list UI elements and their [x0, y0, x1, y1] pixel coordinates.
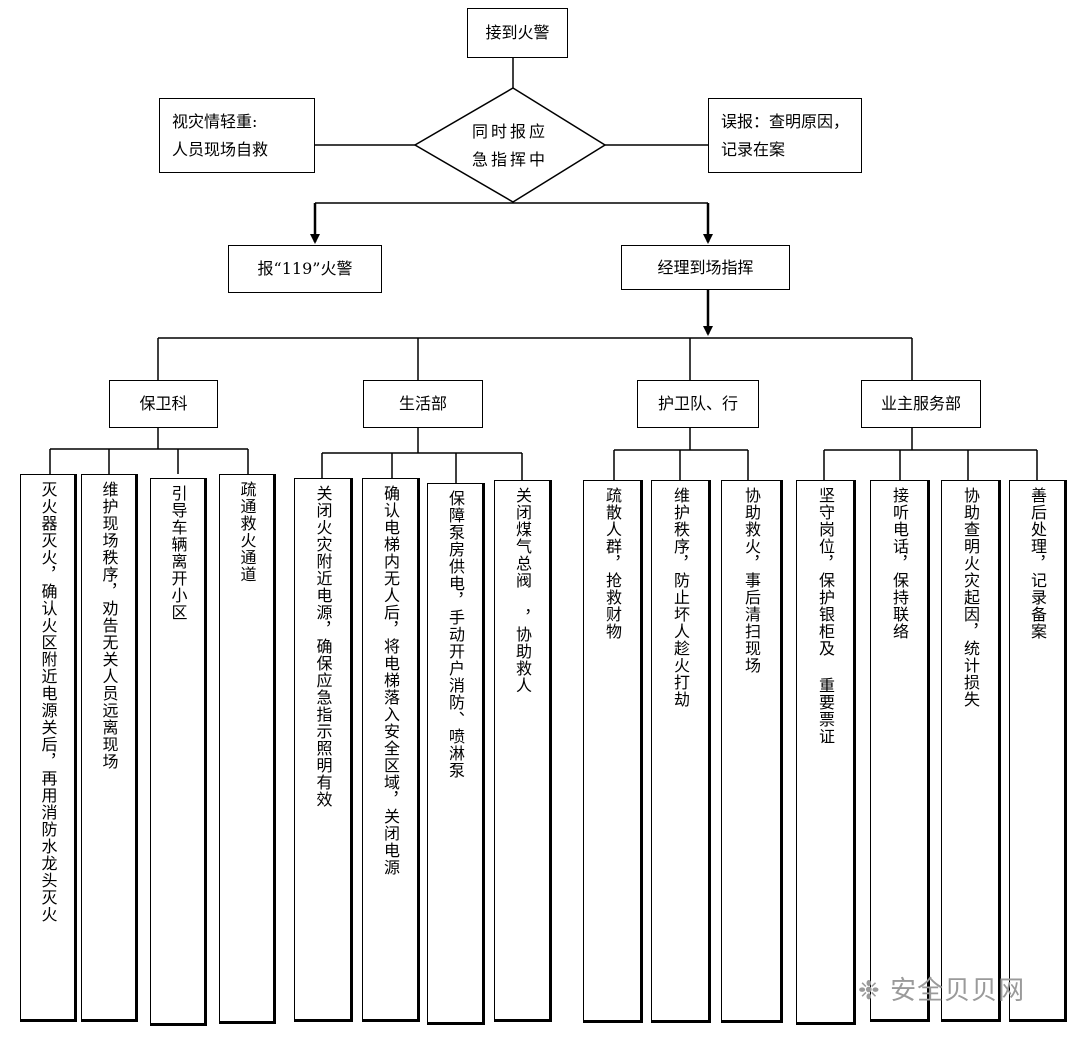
- call-119-box: 报“119”火警: [228, 245, 382, 293]
- manager-command-box: 经理到场指挥: [621, 245, 790, 290]
- false-alarm-line-1: 误报：查明原因，: [721, 112, 850, 132]
- fire-alarm-received-box: 接到火警: [467, 8, 568, 58]
- task-guard-3: 协助救火，事后清扫现场: [721, 480, 783, 1023]
- task-text: 关闭煤气总阀 ，协助救人: [513, 487, 532, 694]
- task-text: 善后处理，记录备案: [1028, 487, 1047, 640]
- false-alarm-line-2: 记录在案: [721, 139, 786, 159]
- task-text: 坚守岗位，保护银柜及 重要票证: [816, 487, 835, 745]
- task-text: 确认电梯内无人后，将电梯落入安全区域，关闭电源: [381, 485, 400, 876]
- task-living-4: 关闭煤气总阀 ，协助救人: [494, 480, 552, 1022]
- task-guard-2: 维护秩序，防止坏人趁火打劫: [651, 480, 711, 1023]
- task-living-2: 确认电梯内无人后，将电梯落入安全区域，关闭电源: [362, 478, 420, 1022]
- task-security-1: 灭火器灭火，确认火区附近电源关后，再用消防水龙头灭火: [20, 474, 77, 1022]
- task-living-1: 关闭火灾附近电源，确保应急指示照明有效: [294, 478, 353, 1022]
- task-living-3: 保障泵房供电，手动开户消防、喷淋泵: [427, 483, 485, 1025]
- task-owner-3: 协助查明火灾起因，统计损失: [941, 480, 1001, 1022]
- dept-living-label: 生活部: [398, 394, 447, 414]
- watermark: ❉ 安全贝贝网: [858, 970, 1025, 1007]
- manager-command-label: 经理到场指挥: [657, 257, 754, 277]
- diamond-line-1: 同时报应: [471, 122, 548, 141]
- dept-owner-service: 业主服务部: [861, 380, 981, 428]
- task-owner-2: 接听电话，保持联络: [870, 480, 930, 1022]
- self-rescue-line-1: 视灾情轻重:: [172, 112, 258, 132]
- task-security-4: 疏通救火通道: [219, 474, 276, 1024]
- emergency-center-diamond: 同时报应 急指挥中: [415, 118, 605, 174]
- task-text: 疏散人群，抢救财物: [603, 487, 622, 640]
- task-text: 引导车辆离开小区: [168, 485, 188, 621]
- task-text: 保障泵房供电，手动开户消防、喷淋泵: [446, 490, 465, 779]
- self-rescue-note-box: 视灾情轻重: 人员现场自救: [159, 98, 315, 173]
- task-text: 疏通救火通道: [237, 481, 257, 583]
- dept-security-label: 保卫科: [139, 394, 188, 414]
- fire-alarm-received-label: 接到火警: [485, 23, 550, 43]
- task-text: 关闭火灾附近电源，确保应急指示照明有效: [313, 485, 333, 808]
- wechat-icon: ❉: [858, 976, 881, 1006]
- task-text: 协助查明火灾起因，统计损失: [961, 487, 980, 708]
- dept-guard-team-label: 护卫队、行: [657, 394, 738, 414]
- task-text: 维护秩序，防止坏人趁火打劫: [671, 487, 690, 708]
- task-text: 协助救火，事后清扫现场: [742, 487, 761, 674]
- task-security-2: 维护现场秩序，劝告无关人员远离现场: [81, 474, 138, 1022]
- dept-living: 生活部: [363, 380, 483, 428]
- dept-security: 保卫科: [109, 380, 218, 428]
- watermark-text: 安全贝贝网: [890, 976, 1026, 1006]
- dept-owner-service-label: 业主服务部: [880, 394, 961, 414]
- diamond-line-2: 急指挥中: [471, 150, 548, 169]
- task-text: 灭火器灭火，确认火区附近电源关后，再用消防水龙头灭火: [38, 481, 58, 923]
- task-text: 维护现场秩序，劝告无关人员远离现场: [99, 481, 119, 770]
- task-text: 接听电话，保持联络: [890, 487, 909, 640]
- self-rescue-line-2: 人员现场自救: [172, 139, 269, 159]
- task-owner-1: 坚守岗位，保护银柜及 重要票证: [796, 480, 856, 1025]
- call-119-label: 报“119”火警: [257, 259, 353, 279]
- task-guard-1: 疏散人群，抢救财物: [583, 480, 643, 1023]
- task-owner-4: 善后处理，记录备案: [1009, 480, 1067, 1022]
- false-alarm-note-box: 误报：查明原因， 记录在案: [708, 98, 862, 173]
- dept-guard-team: 护卫队、行: [637, 380, 759, 428]
- task-security-3: 引导车辆离开小区: [150, 478, 207, 1026]
